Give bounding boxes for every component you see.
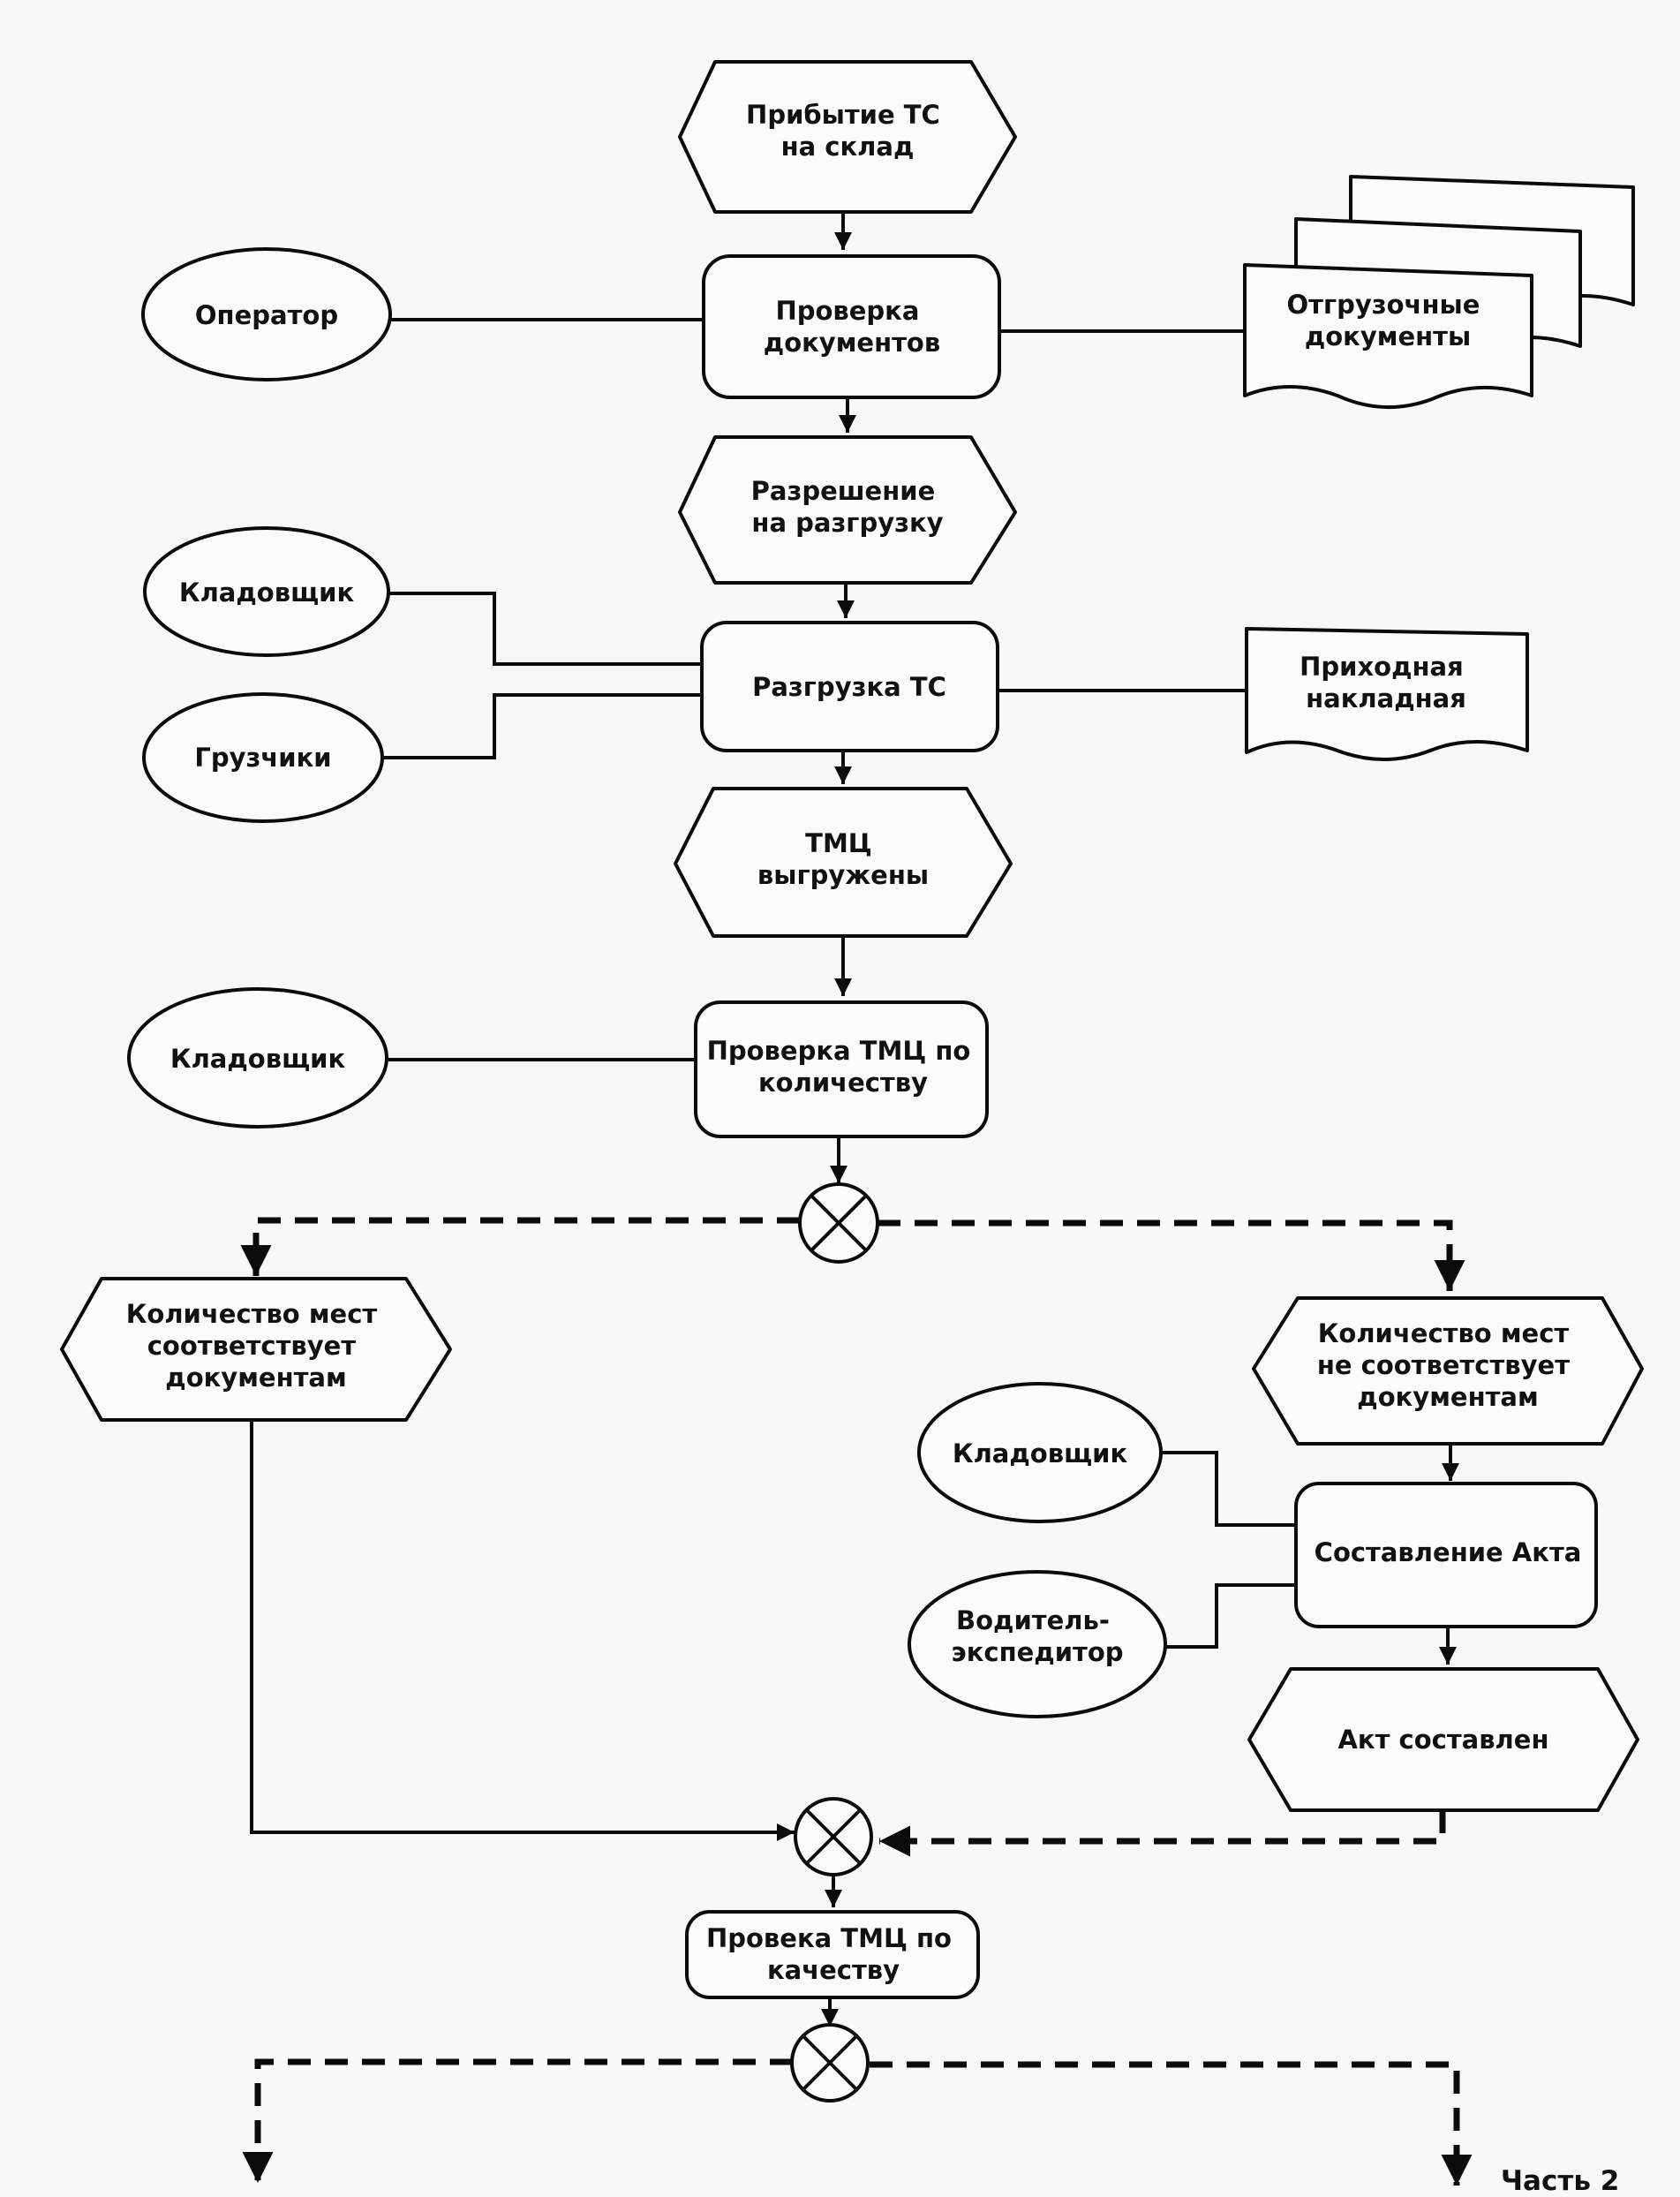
role-operator-label: Оператор (195, 300, 338, 330)
function-make-act: Составление Акта (1294, 1482, 1598, 1628)
event-qty-match-label: Количество мест соответствует документам (126, 1299, 387, 1393)
xor-connector-split-quality (790, 2023, 870, 2103)
link-driver (1165, 1583, 1296, 1649)
link-storekeeper-3 (1161, 1451, 1296, 1527)
event-act-done: Акт составлен (1247, 1667, 1639, 1812)
role-storekeeper-2: Кладовщик (127, 987, 388, 1129)
event-permission: Разрешение на разгрузку (678, 435, 1017, 585)
document-shipping-docs-label: Отгрузочные документы (1287, 290, 1489, 351)
dashed-exit-right (870, 2061, 1473, 2186)
connectors (240, 209, 1473, 2186)
role-storekeeper-1-label: Кладовщик (179, 578, 355, 608)
role-storekeeper-3: Кладовщик (917, 1382, 1163, 1523)
function-check-docs-label: Проверка документов (764, 296, 940, 358)
role-operator: Оператор (141, 247, 392, 381)
role-storekeeper-3-label: Кладовщик (953, 1438, 1128, 1468)
role-driver: Водитель- экспедитор (908, 1570, 1167, 1718)
function-unload-label: Разгрузка ТС (752, 672, 946, 702)
document-stack-front (1243, 263, 1533, 410)
event-qty-match: Количество мест соответствует документам (60, 1277, 452, 1422)
document-shipping-docs: Отгрузочные документы (1243, 175, 1635, 410)
event-arrival-label: Прибытие ТС на склад (746, 100, 949, 162)
dashed-branch-right (878, 1219, 1465, 1291)
function-check-qty: Проверка ТМЦ по количеству (694, 1000, 989, 1138)
document-receipt-invoice-label: Приходная накладная (1300, 652, 1473, 713)
dashed-branch-left (240, 1217, 800, 1276)
link-storekeeper-1 (387, 592, 702, 666)
dashed-act-done-to-xor2 (879, 1810, 1446, 1857)
function-unload: Разгрузка ТС (700, 621, 999, 752)
event-permission-label: Разрешение на разгрузку (751, 476, 945, 538)
xor-connector-split-qty (798, 1182, 879, 1264)
event-qty-mismatch: Количество мест не соответствует докумен… (1252, 1296, 1644, 1446)
xor-connector-join (794, 1797, 873, 1876)
event-qty-mismatch-label: Количество мест не соответствует докумен… (1317, 1318, 1578, 1412)
flow-match-to-xor2 (250, 1422, 795, 1841)
role-loaders-label: Грузчики (194, 743, 331, 773)
event-unloaded: ТМЦ выгружены (674, 787, 1013, 938)
function-make-act-label: Составление Акта (1315, 1537, 1582, 1567)
function-check-docs: Проверка документов (702, 254, 1001, 399)
function-check-quality-label: Провека ТМЦ по качеству (706, 1923, 961, 1985)
role-driver-label: Водитель- экспедитор (952, 1605, 1124, 1667)
event-unloaded-label: ТМЦ выгружены (757, 828, 929, 890)
continuation-label: Часть 2 (1501, 2165, 1619, 2197)
function-check-quality: Провека ТМЦ по качеству (685, 1910, 980, 1999)
document-receipt-invoice: Приходная накладная (1245, 627, 1529, 761)
function-check-qty-label: Проверка ТМЦ по количеству (707, 1036, 980, 1098)
role-storekeeper-1: Кладовщик (143, 526, 390, 657)
event-arrival: Прибытие ТС на склад (678, 60, 1017, 214)
dashed-exit-left (242, 2058, 793, 2183)
event-act-done-label: Акт составлен (1337, 1725, 1548, 1755)
role-storekeeper-2-label: Кладовщик (170, 1044, 346, 1074)
role-loaders: Грузчики (142, 692, 384, 823)
link-loaders (378, 693, 702, 759)
